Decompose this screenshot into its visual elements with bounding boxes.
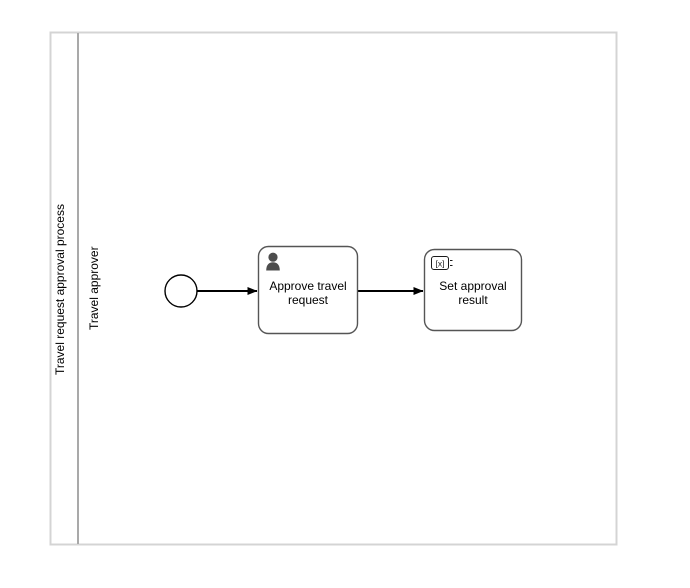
start-event-circle: [164, 274, 198, 308]
task-shape: [257, 245, 359, 335]
task-set-approval-result[interactable]: [x] Set approval result: [423, 248, 523, 332]
task-label-line1: Set approval: [439, 279, 506, 293]
user-task-person-icon: [266, 252, 280, 271]
svg-text:[x]: [x]: [436, 259, 445, 269]
lane-label: Travel approver: [87, 246, 101, 330]
task-approve-travel-request[interactable]: Approve travel request: [257, 245, 359, 335]
task-label-line2: request: [288, 293, 329, 307]
task-label-line1: Approve travel: [269, 279, 346, 293]
task-shape: [423, 248, 523, 332]
task-label-line2: result: [458, 293, 488, 307]
pool-label: Travel request approval process: [53, 204, 67, 375]
start-event[interactable]: [164, 274, 198, 308]
script-task-variable-icon: [x]: [431, 256, 453, 270]
lane-travel-approver[interactable]: Travel approver: [87, 246, 101, 330]
